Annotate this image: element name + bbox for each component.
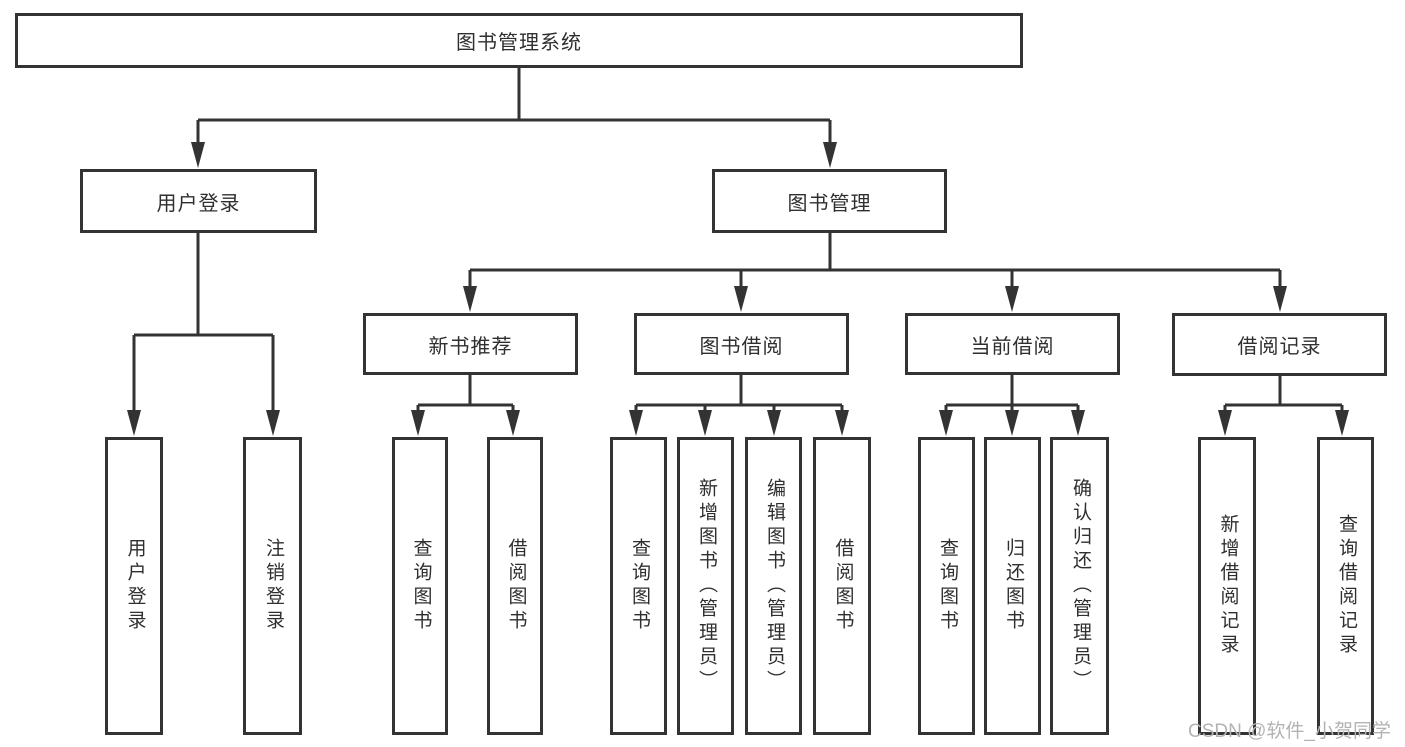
node-current-borrow: 当前借阅 (905, 313, 1120, 375)
node-book-management: 图书管理 (712, 169, 947, 233)
leaf-query-borrow-record: 查询借阅记录 (1317, 437, 1374, 735)
leaf-edit-book-admin: 编辑图书（管理员） (745, 437, 802, 735)
arrowheads-user-login-leaves (127, 410, 280, 436)
leaf-query-books-1: 查询图书 (392, 437, 448, 735)
leaf-add-book-admin-label: 新增图书（管理员） (695, 478, 717, 694)
leaf-confirm-return-admin-label: 确认归还（管理员） (1069, 478, 1091, 694)
leaf-add-borrow-record-label: 新增借阅记录 (1217, 514, 1239, 658)
leaf-logout-label: 注销登录 (262, 538, 284, 634)
leaf-query-books-1-label: 查询图书 (410, 538, 432, 634)
leaf-return-book: 归还图书 (984, 437, 1041, 735)
leaf-confirm-return-admin: 确认归还（管理员） (1050, 437, 1109, 735)
arrowheads-level3 (463, 286, 1287, 312)
leaf-borrow-books-1: 借阅图书 (487, 437, 543, 735)
node-new-book-recommend: 新书推荐 (363, 313, 578, 375)
arrowheads-level2 (191, 142, 837, 168)
leaf-edit-book-admin-label: 编辑图书（管理员） (763, 478, 785, 694)
arrowheads-borrow-records-leaves (1218, 410, 1349, 436)
leaf-user-login-label: 用户登录 (124, 538, 146, 634)
connector-borrow-records-branch (1223, 375, 1344, 414)
leaf-query-books-2-label: 查询图书 (628, 538, 650, 634)
node-root: 图书管理系统 (15, 13, 1023, 68)
connector-book-borrow-branch (634, 375, 844, 414)
leaf-query-books-3: 查询图书 (918, 437, 975, 735)
node-book-borrow: 图书借阅 (634, 313, 849, 375)
leaf-query-borrow-record-label: 查询借阅记录 (1335, 514, 1357, 658)
connector-new-book-branch (416, 375, 515, 414)
leaf-add-book-admin: 新增图书（管理员） (677, 437, 734, 735)
connector-current-borrow-branch (944, 375, 1080, 414)
leaf-add-borrow-record: 新增借阅记录 (1198, 437, 1256, 735)
leaf-query-books-3-label: 查询图书 (936, 538, 958, 634)
connector-root-to-level2 (196, 68, 832, 146)
leaf-borrow-books-2: 借阅图书 (813, 437, 871, 735)
leaf-borrow-books-1-label: 借阅图书 (505, 538, 527, 634)
arrowheads-new-book-leaves (411, 410, 520, 436)
arrowheads-book-borrow-leaves (629, 410, 849, 436)
connector-book-management-branch (468, 233, 1282, 290)
connector-user-login-branch (132, 233, 275, 414)
leaf-logout: 注销登录 (243, 437, 302, 735)
leaf-return-book-label: 归还图书 (1002, 538, 1024, 634)
node-user-login: 用户登录 (80, 169, 317, 233)
arrowheads-current-borrow-leaves (939, 410, 1085, 436)
leaf-borrow-books-2-label: 借阅图书 (832, 538, 854, 634)
leaf-user-login: 用户登录 (105, 437, 163, 735)
leaf-query-books-2: 查询图书 (610, 437, 667, 735)
node-borrow-records: 借阅记录 (1172, 313, 1387, 376)
